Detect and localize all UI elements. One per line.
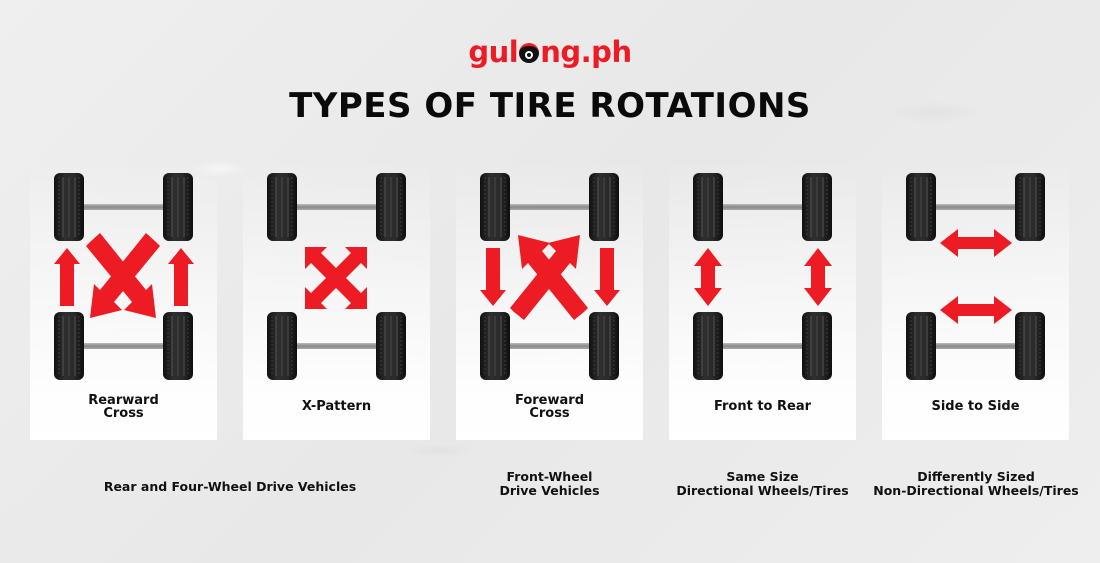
caption-non-directional: Differently Sized Non-Directional Wheels…	[866, 470, 1086, 498]
label-line: X-Pattern	[301, 399, 372, 414]
card-rearward-cross: Rearward Cross	[30, 160, 217, 440]
caption-line: Drive Vehicles	[499, 483, 600, 498]
label-line: Side to Side	[931, 399, 1020, 414]
logo-text-prefix: gul	[468, 35, 519, 69]
card-label: Side to Side	[882, 400, 1069, 413]
side-to-side-diagram	[882, 160, 1069, 440]
logo-text-suffix: ng.ph	[540, 35, 632, 69]
caption-line: Front-Wheel	[506, 469, 593, 484]
card-label: Foreward Cross	[456, 394, 643, 420]
label-line: Front to Rear	[713, 399, 812, 414]
caption-line: Same Size	[726, 469, 799, 484]
caption-line: Rear and Four-Wheel Drive Vehicles	[103, 479, 357, 494]
caption-line: Directional Wheels/Tires	[676, 483, 849, 498]
caption-line: Differently Sized	[917, 469, 1035, 484]
tire-logo-icon	[519, 43, 540, 63]
arrows-foreward-cross	[480, 235, 620, 320]
x-pattern-diagram	[243, 160, 430, 440]
arrows-front-to-rear	[694, 248, 832, 306]
caption-directional: Same Size Directional Wheels/Tires	[660, 470, 865, 498]
label-line: Rearward	[88, 393, 159, 408]
page-title: TYPES OF TIRE ROTATIONS	[289, 86, 811, 126]
label-line: Foreward	[514, 393, 584, 408]
arrows-side-to-side	[940, 229, 1012, 324]
arrows-x-pattern	[305, 247, 367, 309]
arrows-rearward-cross	[54, 233, 194, 318]
gulong-logo: gul ng.ph	[0, 34, 1100, 70]
card-front-to-rear: Front to Rear	[669, 160, 856, 440]
card-x-pattern: X-Pattern	[243, 160, 430, 440]
card-label: Front to Rear	[669, 400, 856, 413]
caption-rear-four-wheel: Rear and Four-Wheel Drive Vehicles	[30, 480, 430, 494]
label-line: Cross	[529, 406, 570, 421]
card-label: X-Pattern	[243, 400, 430, 413]
card-label: Rearward Cross	[30, 394, 217, 420]
label-line: Cross	[103, 406, 144, 421]
front-to-rear-diagram	[669, 160, 832, 440]
rearward-cross-diagram	[54, 160, 194, 440]
caption-line: Non-Directional Wheels/Tires	[873, 483, 1079, 498]
card-side-to-side: Side to Side	[882, 160, 1069, 440]
card-foreward-cross: Foreward Cross	[456, 160, 643, 440]
caption-front-wheel: Front-Wheel Drive Vehicles	[456, 470, 643, 498]
foreward-cross-diagram	[480, 160, 620, 440]
